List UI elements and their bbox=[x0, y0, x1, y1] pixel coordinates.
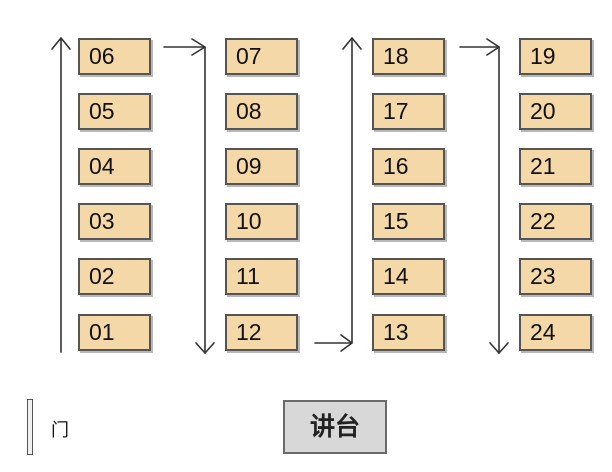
arrowhead-up-col3 bbox=[342, 37, 362, 50]
seat-06: 06 bbox=[78, 38, 151, 75]
arrow-right-top-2 bbox=[459, 46, 500, 354]
arrowhead-down-col4 bbox=[489, 342, 509, 354]
arrowhead-right-top-1 bbox=[191, 38, 206, 56]
seat-18: 18 bbox=[372, 38, 445, 75]
seat-01: 01 bbox=[78, 314, 151, 351]
arrowhead-right-bottom-1 bbox=[340, 334, 353, 352]
arrow-right-top-1 bbox=[163, 46, 206, 354]
seat-10: 10 bbox=[225, 203, 298, 240]
seat-22: 22 bbox=[519, 203, 592, 240]
arrowhead-right-top-2 bbox=[486, 38, 500, 56]
seat-11: 11 bbox=[225, 258, 298, 295]
seat-05: 05 bbox=[78, 93, 151, 130]
seat-17: 17 bbox=[372, 93, 445, 130]
seat-04: 04 bbox=[78, 148, 151, 185]
arrowhead-down-col2 bbox=[195, 342, 215, 354]
seat-07: 07 bbox=[225, 38, 298, 75]
seat-02: 02 bbox=[78, 258, 151, 295]
arrow-right-bottom-1 bbox=[314, 37, 353, 344]
seat-24: 24 bbox=[519, 314, 592, 351]
seat-09: 09 bbox=[225, 148, 298, 185]
seat-21: 21 bbox=[519, 148, 592, 185]
seat-16: 16 bbox=[372, 148, 445, 185]
seat-12: 12 bbox=[225, 314, 298, 351]
door-label: 门 bbox=[51, 420, 69, 441]
arrowhead-up-col1 bbox=[51, 37, 71, 50]
podium: 讲台 bbox=[283, 400, 387, 454]
seat-08: 08 bbox=[225, 93, 298, 130]
seat-19: 19 bbox=[519, 38, 592, 75]
seat-13: 13 bbox=[372, 314, 445, 351]
seat-23: 23 bbox=[519, 258, 592, 295]
seat-14: 14 bbox=[372, 258, 445, 295]
door-icon bbox=[27, 399, 33, 455]
seat-03: 03 bbox=[78, 203, 151, 240]
seat-20: 20 bbox=[519, 93, 592, 130]
seat-15: 15 bbox=[372, 203, 445, 240]
